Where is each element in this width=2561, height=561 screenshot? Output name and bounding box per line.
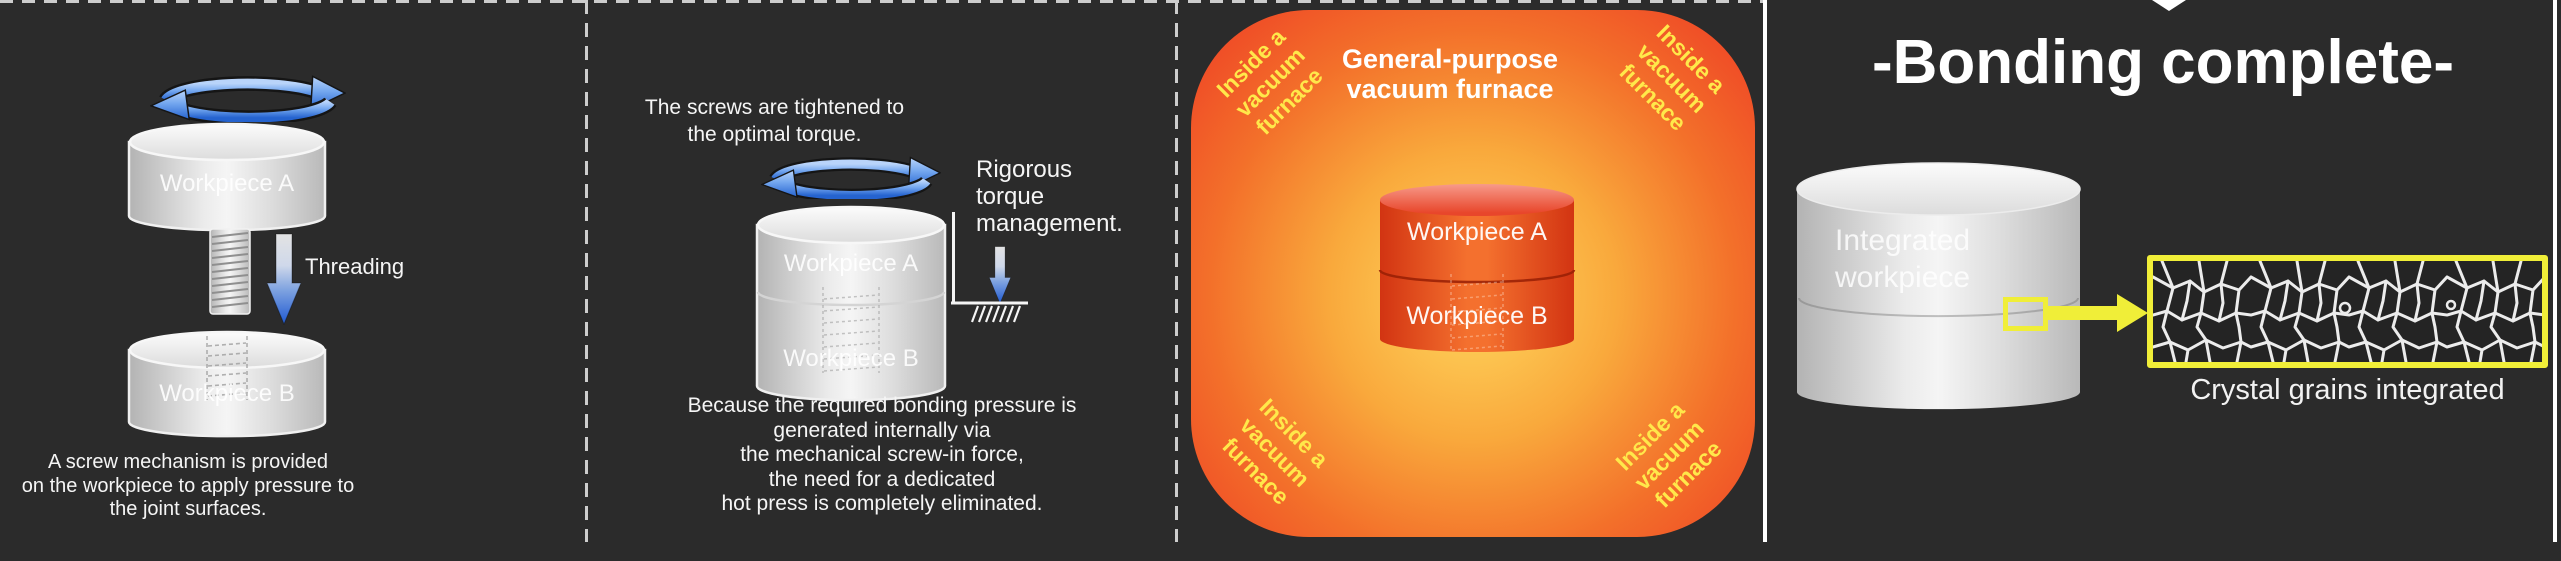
zoom-arrow-icon (2117, 294, 2148, 332)
workpiece-b-label: Workpiece B (159, 380, 295, 407)
step2-heading: The screws are tightened to the optimal … (644, 96, 905, 146)
workpiece-b-cylinder: Workpiece B (127, 330, 327, 438)
zoom-region-rectangle (2003, 297, 2048, 331)
thread-hole (206, 336, 248, 400)
zoom-arrow-shaft (2046, 306, 2118, 320)
threading-down-arrow-icon (267, 233, 301, 325)
panel-step3-vacuum-furnace: General-purpose vacuum furnace Inside a … (1177, 0, 1765, 542)
rotation-arrows-icon (150, 75, 346, 122)
step1-caption: A screw mechanism is provided on the wor… (21, 451, 355, 520)
fixture-line (952, 212, 955, 304)
torque-down-arrow-icon (988, 246, 1012, 304)
ground-symbol (951, 301, 1028, 323)
crystal-grains-caption: Crystal grains integrated (2190, 374, 2505, 406)
joint-seam-line (1378, 269, 1576, 284)
internal-screw (822, 287, 880, 373)
stacked-workpieces-cylinder: Workpiece A Workpiece B (755, 205, 947, 402)
workpiece-a-label: Workpiece A (1407, 218, 1547, 246)
workpiece-a-label: Workpiece A (159, 170, 295, 197)
screw-thread (209, 228, 251, 315)
workpiece-a-label: Workpiece A (783, 250, 919, 277)
joint-seam-line (756, 291, 946, 307)
integrated-workpiece-cylinder (1795, 162, 2082, 415)
panel-step4-bonding-complete: -Bonding complete- Integrated workpiece … (1765, 0, 2561, 542)
integrated-workpiece-label: Integrated workpiece (1835, 224, 1971, 294)
bonding-complete-title: -Bonding complete- (1871, 28, 2455, 97)
crystal-grain-micrograph (2147, 255, 2548, 368)
workpiece-a-cylinder: Workpiece A (127, 122, 327, 232)
top-dashed-border (0, 0, 1765, 3)
divider-panel2-panel3 (1175, 0, 1178, 542)
right-edge-border (2553, 0, 2557, 542)
internal-screw (1450, 274, 1504, 351)
torque-note: Rigorous torque management. (976, 156, 1123, 237)
pointer-notch-icon (2152, 0, 2186, 11)
workpiece-b-label: Workpiece B (1406, 302, 1548, 330)
rotation-arrows-icon (761, 156, 941, 199)
panel-step2-tightening: The screws are tightened to the optimal … (587, 0, 1177, 542)
divider-panel3-panel4 (1763, 0, 1767, 542)
workpiece-b-label: Workpiece B (783, 345, 919, 372)
panel-step1-screw-mechanism: Workpiece A Threading Workpiece B A scre… (0, 0, 587, 542)
heated-workpieces-cylinder: Workpiece A Workpiece B (1377, 182, 1577, 357)
threading-label: Threading (305, 254, 405, 279)
divider-panel1-panel2 (585, 0, 588, 542)
furnace-title: General-purpose vacuum furnace (1341, 44, 1559, 104)
step2-caption: Because the required bonding pressure is… (687, 394, 1077, 515)
